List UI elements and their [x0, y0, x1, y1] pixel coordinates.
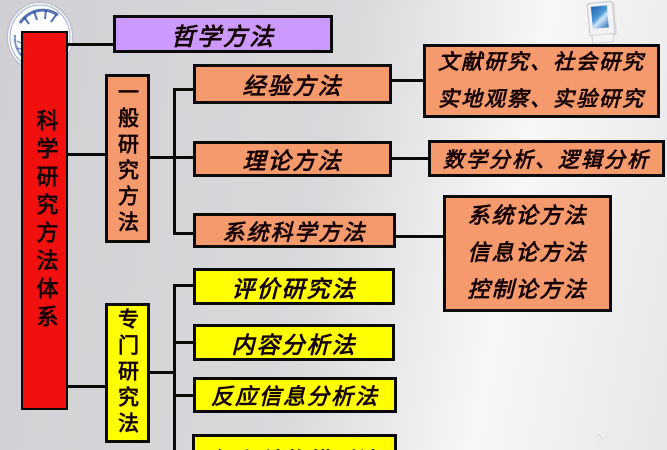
node-systems-science-method: 系统科学方法 [193, 213, 396, 248]
node-label: 系统科学方法 [222, 220, 367, 246]
connector-systems-detail [396, 235, 443, 238]
node-philosophy-method: 哲学方法 [113, 15, 333, 53]
node-empirical-method: 经验方法 [193, 64, 392, 104]
connector-root-philosophy [66, 43, 113, 46]
connector-branch-systems [173, 232, 193, 235]
node-label: 内容分析法 [231, 332, 357, 359]
detail-line: 实地观察、实验研究 [438, 87, 645, 111]
connector-empirical-detail [392, 79, 423, 82]
node-theoretical-method: 理论方法 [193, 141, 392, 177]
connector-special-trunk-vertical [173, 284, 176, 450]
mouse-pointer-icon [590, 430, 606, 450]
connector-branch-evaluation [173, 284, 193, 287]
connector-root-general [66, 153, 105, 156]
node-evaluation-research-method: 评价研究法 [193, 268, 395, 305]
node-feedback-information-analysis-method: 反应信息分析法 [193, 377, 397, 413]
node-systems-science-method-detail: 系统论方法 信息论方法 控制论方法 [443, 195, 612, 312]
connector-branch-feedback [173, 394, 193, 397]
node-label: 反应信息分析法 [210, 385, 379, 410]
connector-branch-empirical [173, 88, 193, 91]
node-label: 评价研究法 [231, 276, 357, 303]
node-label: 哲学方法 [171, 22, 275, 51]
connector-branch-content [173, 341, 193, 344]
connector-root-special [66, 385, 105, 388]
detail-line: 控制论方法 [467, 278, 588, 303]
node-specialized-research-methods: 专门研究法 [105, 303, 150, 443]
node-label: 经验方法 [242, 74, 343, 100]
detail-line: 系统论方法 [467, 204, 588, 229]
root-node-scientific-research-method-system: 科学研究方法体系 [21, 31, 68, 410]
connector-theoretical-detail [392, 157, 428, 160]
node-label: 解释结构模型法 [210, 443, 378, 450]
computer-monitor-icon [586, 0, 616, 37]
node-theoretical-method-detail: 数学分析、逻辑分析 [428, 140, 665, 177]
monitor-screen [590, 5, 609, 29]
detail-line: 信息论方法 [467, 241, 588, 266]
node-empirical-method-detail: 文献研究、社会研究 实地观察、实验研究 [423, 44, 660, 118]
node-label: 理论方法 [242, 149, 343, 175]
detail-line: 文献研究、社会研究 [438, 50, 645, 74]
node-general-research-methods: 一般研究方法 [105, 74, 150, 243]
connector-general-trunk-vertical [173, 88, 176, 235]
monitor-base [591, 33, 615, 44]
connector-general-trunk [150, 156, 193, 159]
node-content-analysis-method: 内容分析法 [193, 324, 395, 361]
connector-special-trunk [150, 371, 176, 374]
node-interpretive-structural-modeling-method: 解释结构模型法 [192, 434, 397, 450]
detail-line: 数学分析、逻辑分析 [443, 147, 650, 172]
